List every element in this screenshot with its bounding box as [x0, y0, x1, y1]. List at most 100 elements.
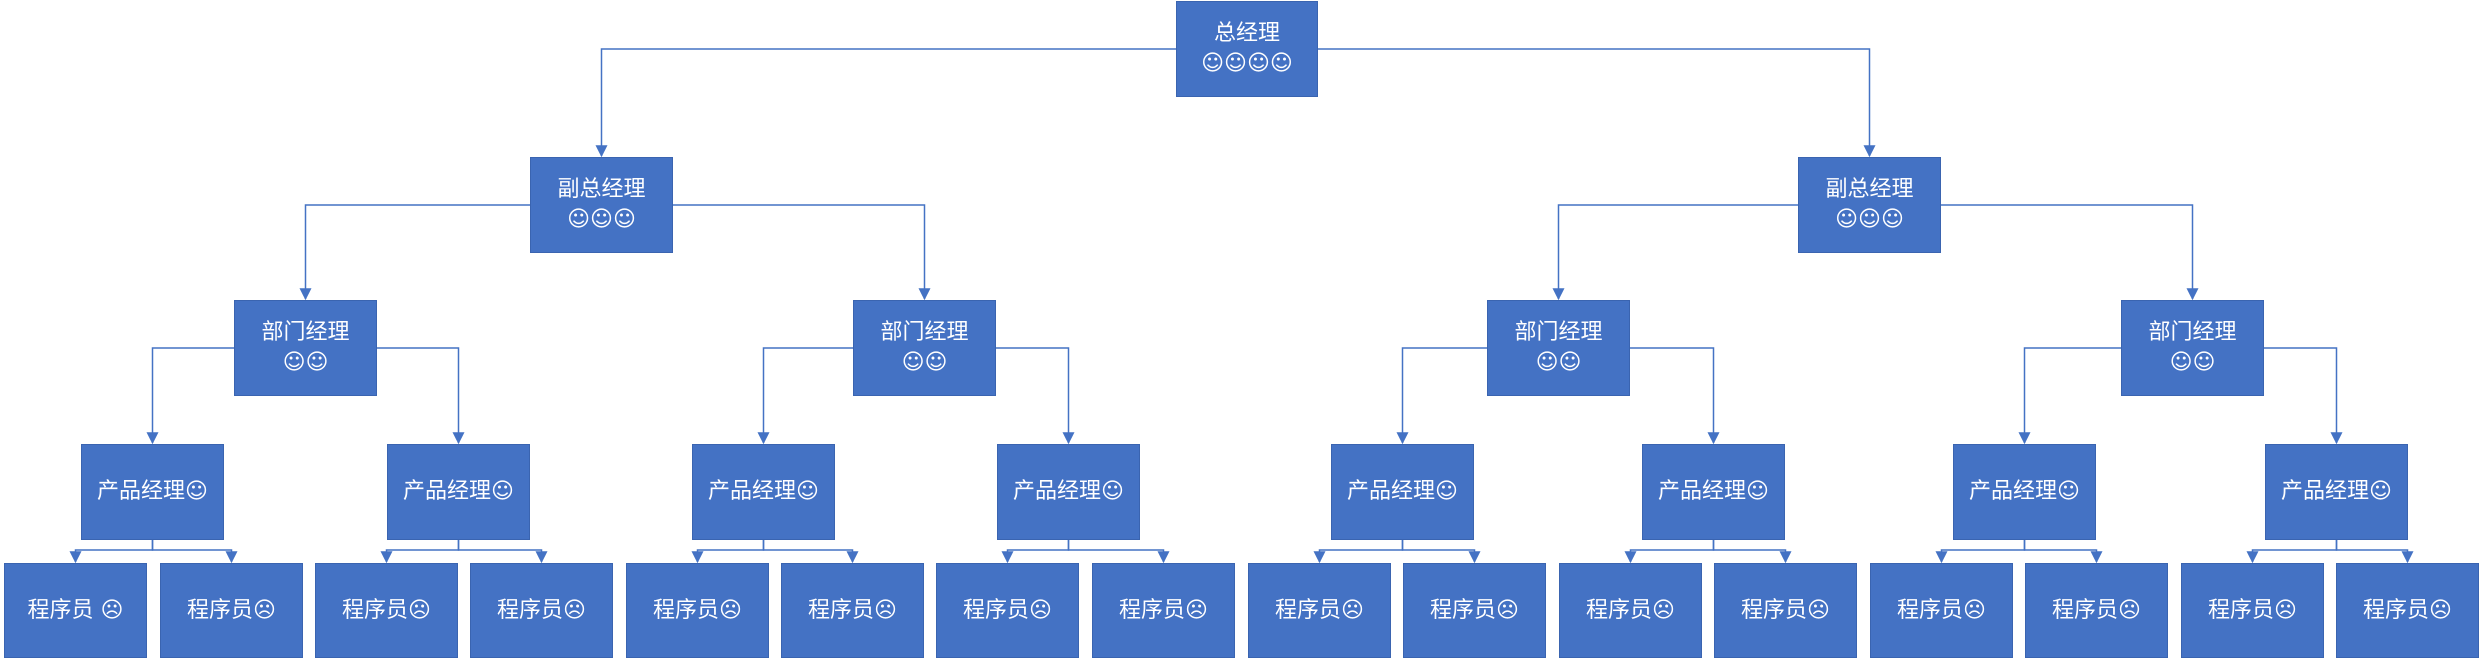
node-label: 程序员☹ — [2208, 597, 2297, 623]
node-label: 产品经理☺ — [708, 479, 819, 504]
connector-arrow — [1935, 540, 2026, 564]
node-label: ☺☺ — [901, 350, 948, 375]
connector-arrow — [146, 347, 234, 445]
node-label: ☺☺ — [282, 350, 329, 375]
connector-arrow — [2335, 540, 2414, 564]
node-label: 程序员☹ — [497, 597, 586, 623]
node-label: 产品经理☺ — [1347, 479, 1458, 504]
connector-arrow — [1630, 347, 1720, 445]
node-product-manager: 产品经理☺ — [692, 444, 835, 540]
connector-arrow — [1401, 540, 1481, 564]
connector-arrow — [691, 540, 765, 564]
node-label: 程序员☹ — [1119, 597, 1208, 623]
node-programmer: 程序员☹ — [2025, 563, 2168, 658]
connector-arrow — [69, 540, 154, 564]
node-product-manager: 产品经理☺ — [1331, 444, 1474, 540]
node-label: 程序员☹ — [1897, 597, 1986, 623]
node-label: 产品经理☺ — [1013, 479, 1124, 504]
node-programmer: 程序员☹ — [936, 563, 1079, 658]
connector-arrow — [2018, 347, 2121, 445]
node-programmer: 程序员☹ — [1714, 563, 1857, 658]
connector-arrow — [2246, 540, 2338, 564]
node-label: ☺☺ — [1535, 350, 1582, 375]
connector-arrow — [1313, 540, 1404, 564]
node-programmer: 程序员☹ — [2181, 563, 2324, 658]
connector-arrow — [762, 540, 859, 564]
connector-arrow — [1396, 347, 1487, 445]
connector-arrow — [1067, 540, 1170, 564]
node-label: ☺☺ — [2169, 350, 2216, 375]
node-label: 程序员☹ — [1275, 597, 1364, 623]
node-label: 程序员 ☹ — [27, 597, 124, 623]
node-product-manager: 产品经理☺ — [997, 444, 1140, 540]
node-product-manager: 产品经理☺ — [81, 444, 224, 540]
connector-arrow — [1624, 540, 1715, 564]
node-label: 程序员☹ — [1586, 597, 1675, 623]
node-label: 程序员☹ — [2363, 597, 2452, 623]
node-general-manager: 总经理 ☺☺☺☺ — [1176, 1, 1318, 97]
node-programmer: 程序员☹ — [1870, 563, 2013, 658]
node-programmer: 程序员☹ — [1403, 563, 1546, 658]
connector-arrow — [151, 540, 238, 564]
node-department-manager: 部门经理 ☺☺ — [234, 300, 377, 396]
node-programmer: 程序员☹ — [1559, 563, 1702, 658]
node-product-manager: 产品经理☺ — [387, 444, 530, 540]
node-product-manager: 产品经理☺ — [1642, 444, 1785, 540]
connector-arrow — [757, 347, 853, 445]
node-department-manager: 部门经理 ☺☺ — [1487, 300, 1630, 396]
node-programmer: 程序员☹ — [626, 563, 769, 658]
node-label: 部门经理 — [1514, 320, 1603, 345]
node-label: 产品经理☺ — [403, 479, 514, 504]
node-department-manager: 部门经理 ☺☺ — [2121, 300, 2264, 396]
connector-arrow — [996, 347, 1075, 445]
node-label: 程序员☹ — [653, 597, 742, 623]
node-product-manager: 产品经理☺ — [1953, 444, 2096, 540]
connector-arrow — [1941, 204, 2199, 301]
connector-arrow — [299, 204, 530, 301]
node-programmer: 程序员☹ — [470, 563, 613, 658]
connector-arrow — [1318, 48, 1876, 158]
node-label: 程序员☹ — [2052, 597, 2141, 623]
node-label: 产品经理☺ — [1658, 479, 1769, 504]
node-product-manager: 产品经理☺ — [2265, 444, 2408, 540]
connector-arrow — [673, 204, 931, 301]
node-label: 部门经理 — [2148, 320, 2237, 345]
node-programmer: 程序员 ☹ — [4, 563, 147, 658]
connector-arrow — [1712, 540, 1792, 564]
connector-arrow — [380, 540, 460, 564]
node-label: 产品经理☺ — [1969, 479, 2080, 504]
node-programmer: 程序员☹ — [1092, 563, 1235, 658]
node-programmer: 程序员☹ — [315, 563, 458, 658]
node-label: 总经理 — [1213, 21, 1280, 46]
connector-arrow — [2264, 347, 2343, 445]
node-label: 部门经理 — [261, 320, 350, 345]
node-label: 程序员☹ — [187, 597, 276, 623]
node-label: ☺☺☺ — [1835, 207, 1904, 232]
node-label: 程序员☹ — [1741, 597, 1830, 623]
connector-arrow — [457, 540, 548, 564]
node-programmer: 程序员☹ — [2336, 563, 2479, 658]
node-programmer: 程序员☹ — [160, 563, 303, 658]
node-label: 程序员☹ — [1430, 597, 1519, 623]
node-deputy-general-manager: 副总经理 ☺☺☺ — [1798, 157, 1941, 253]
node-label: 程序员☹ — [963, 597, 1052, 623]
node-deputy-general-manager: 副总经理 ☺☺☺ — [530, 157, 673, 253]
connector-arrow — [2023, 540, 2103, 564]
node-label: 部门经理 — [880, 320, 969, 345]
node-label: 产品经理☺ — [2281, 479, 2392, 504]
connector-arrow — [595, 48, 1176, 158]
connector-arrow — [377, 347, 465, 445]
node-department-manager: 部门经理 ☺☺ — [853, 300, 996, 396]
node-label: ☺☺☺ — [567, 207, 636, 232]
node-label: 程序员☹ — [808, 597, 897, 623]
node-label: 程序员☹ — [342, 597, 431, 623]
node-label: ☺☺☺☺ — [1201, 51, 1293, 76]
node-label: 副总经理 — [557, 177, 646, 202]
node-label: 副总经理 — [1825, 177, 1914, 202]
node-label: 产品经理☺ — [97, 479, 208, 504]
node-programmer: 程序员☹ — [1248, 563, 1391, 658]
connector-arrow — [1001, 540, 1070, 564]
node-programmer: 程序员☹ — [781, 563, 924, 658]
connector-arrow — [1552, 204, 1798, 301]
